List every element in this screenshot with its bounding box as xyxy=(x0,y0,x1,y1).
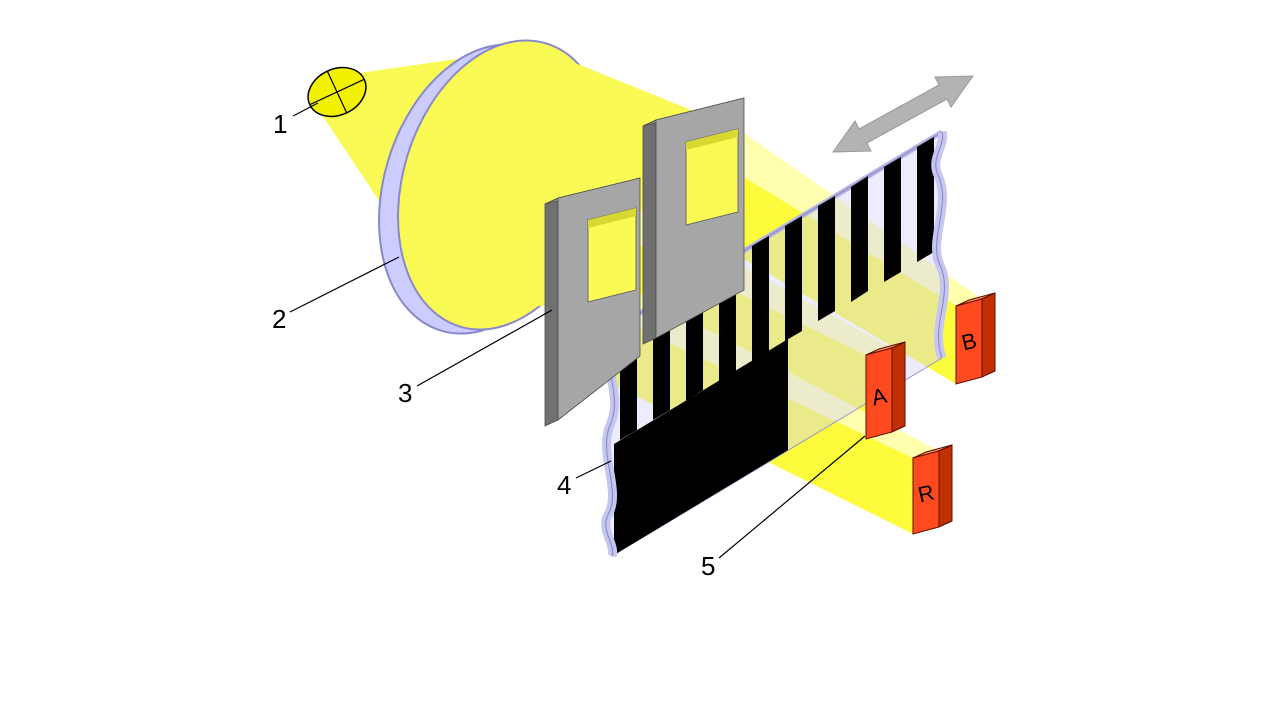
detector-b: B xyxy=(955,292,996,385)
scale-bar xyxy=(851,176,868,302)
detector-a-side xyxy=(891,341,906,433)
detector-b-label: B xyxy=(959,328,979,356)
detector-b-front xyxy=(955,298,983,385)
callout-5-line xyxy=(718,435,866,559)
strip-right-wavy-line xyxy=(935,131,946,359)
scale-bar xyxy=(884,157,901,282)
lamp-cross-v xyxy=(326,70,348,114)
callout-4-label: 4 xyxy=(557,470,571,500)
callout-2-line xyxy=(289,256,400,313)
reticle-plate2-side xyxy=(642,119,657,345)
detector-r: R xyxy=(912,444,953,535)
callout-2-label: 2 xyxy=(272,304,286,334)
scale-bar xyxy=(818,196,835,321)
reticle-window-b-shade xyxy=(686,129,738,150)
lamp xyxy=(307,66,367,118)
detector-a-label: A xyxy=(869,383,889,411)
reticle-window-a-shade xyxy=(588,208,636,228)
detector-r-front xyxy=(912,450,940,535)
callout-3-line xyxy=(416,309,553,387)
scale-stripes xyxy=(620,137,934,440)
callout-1-line xyxy=(292,102,319,117)
double-arrow-icon xyxy=(832,75,974,153)
reference-band xyxy=(614,339,788,555)
detector-r-label: R xyxy=(916,480,937,508)
scale-bar xyxy=(917,137,934,262)
callout-4-line xyxy=(575,460,612,479)
callout-3-label: 3 xyxy=(398,378,412,408)
detector-a-front xyxy=(865,347,893,440)
reticle-mask xyxy=(544,97,745,427)
detector-r-side xyxy=(938,444,953,528)
detector-b-side xyxy=(981,292,996,378)
scale-bar xyxy=(785,216,802,341)
callout-5-label: 5 xyxy=(701,551,715,581)
reticle-plate1-side xyxy=(544,197,559,427)
detectors: A B R xyxy=(865,292,996,535)
detector-a: A xyxy=(865,341,906,440)
scale-bar xyxy=(752,236,769,361)
callout-1-label: 1 xyxy=(273,109,287,139)
